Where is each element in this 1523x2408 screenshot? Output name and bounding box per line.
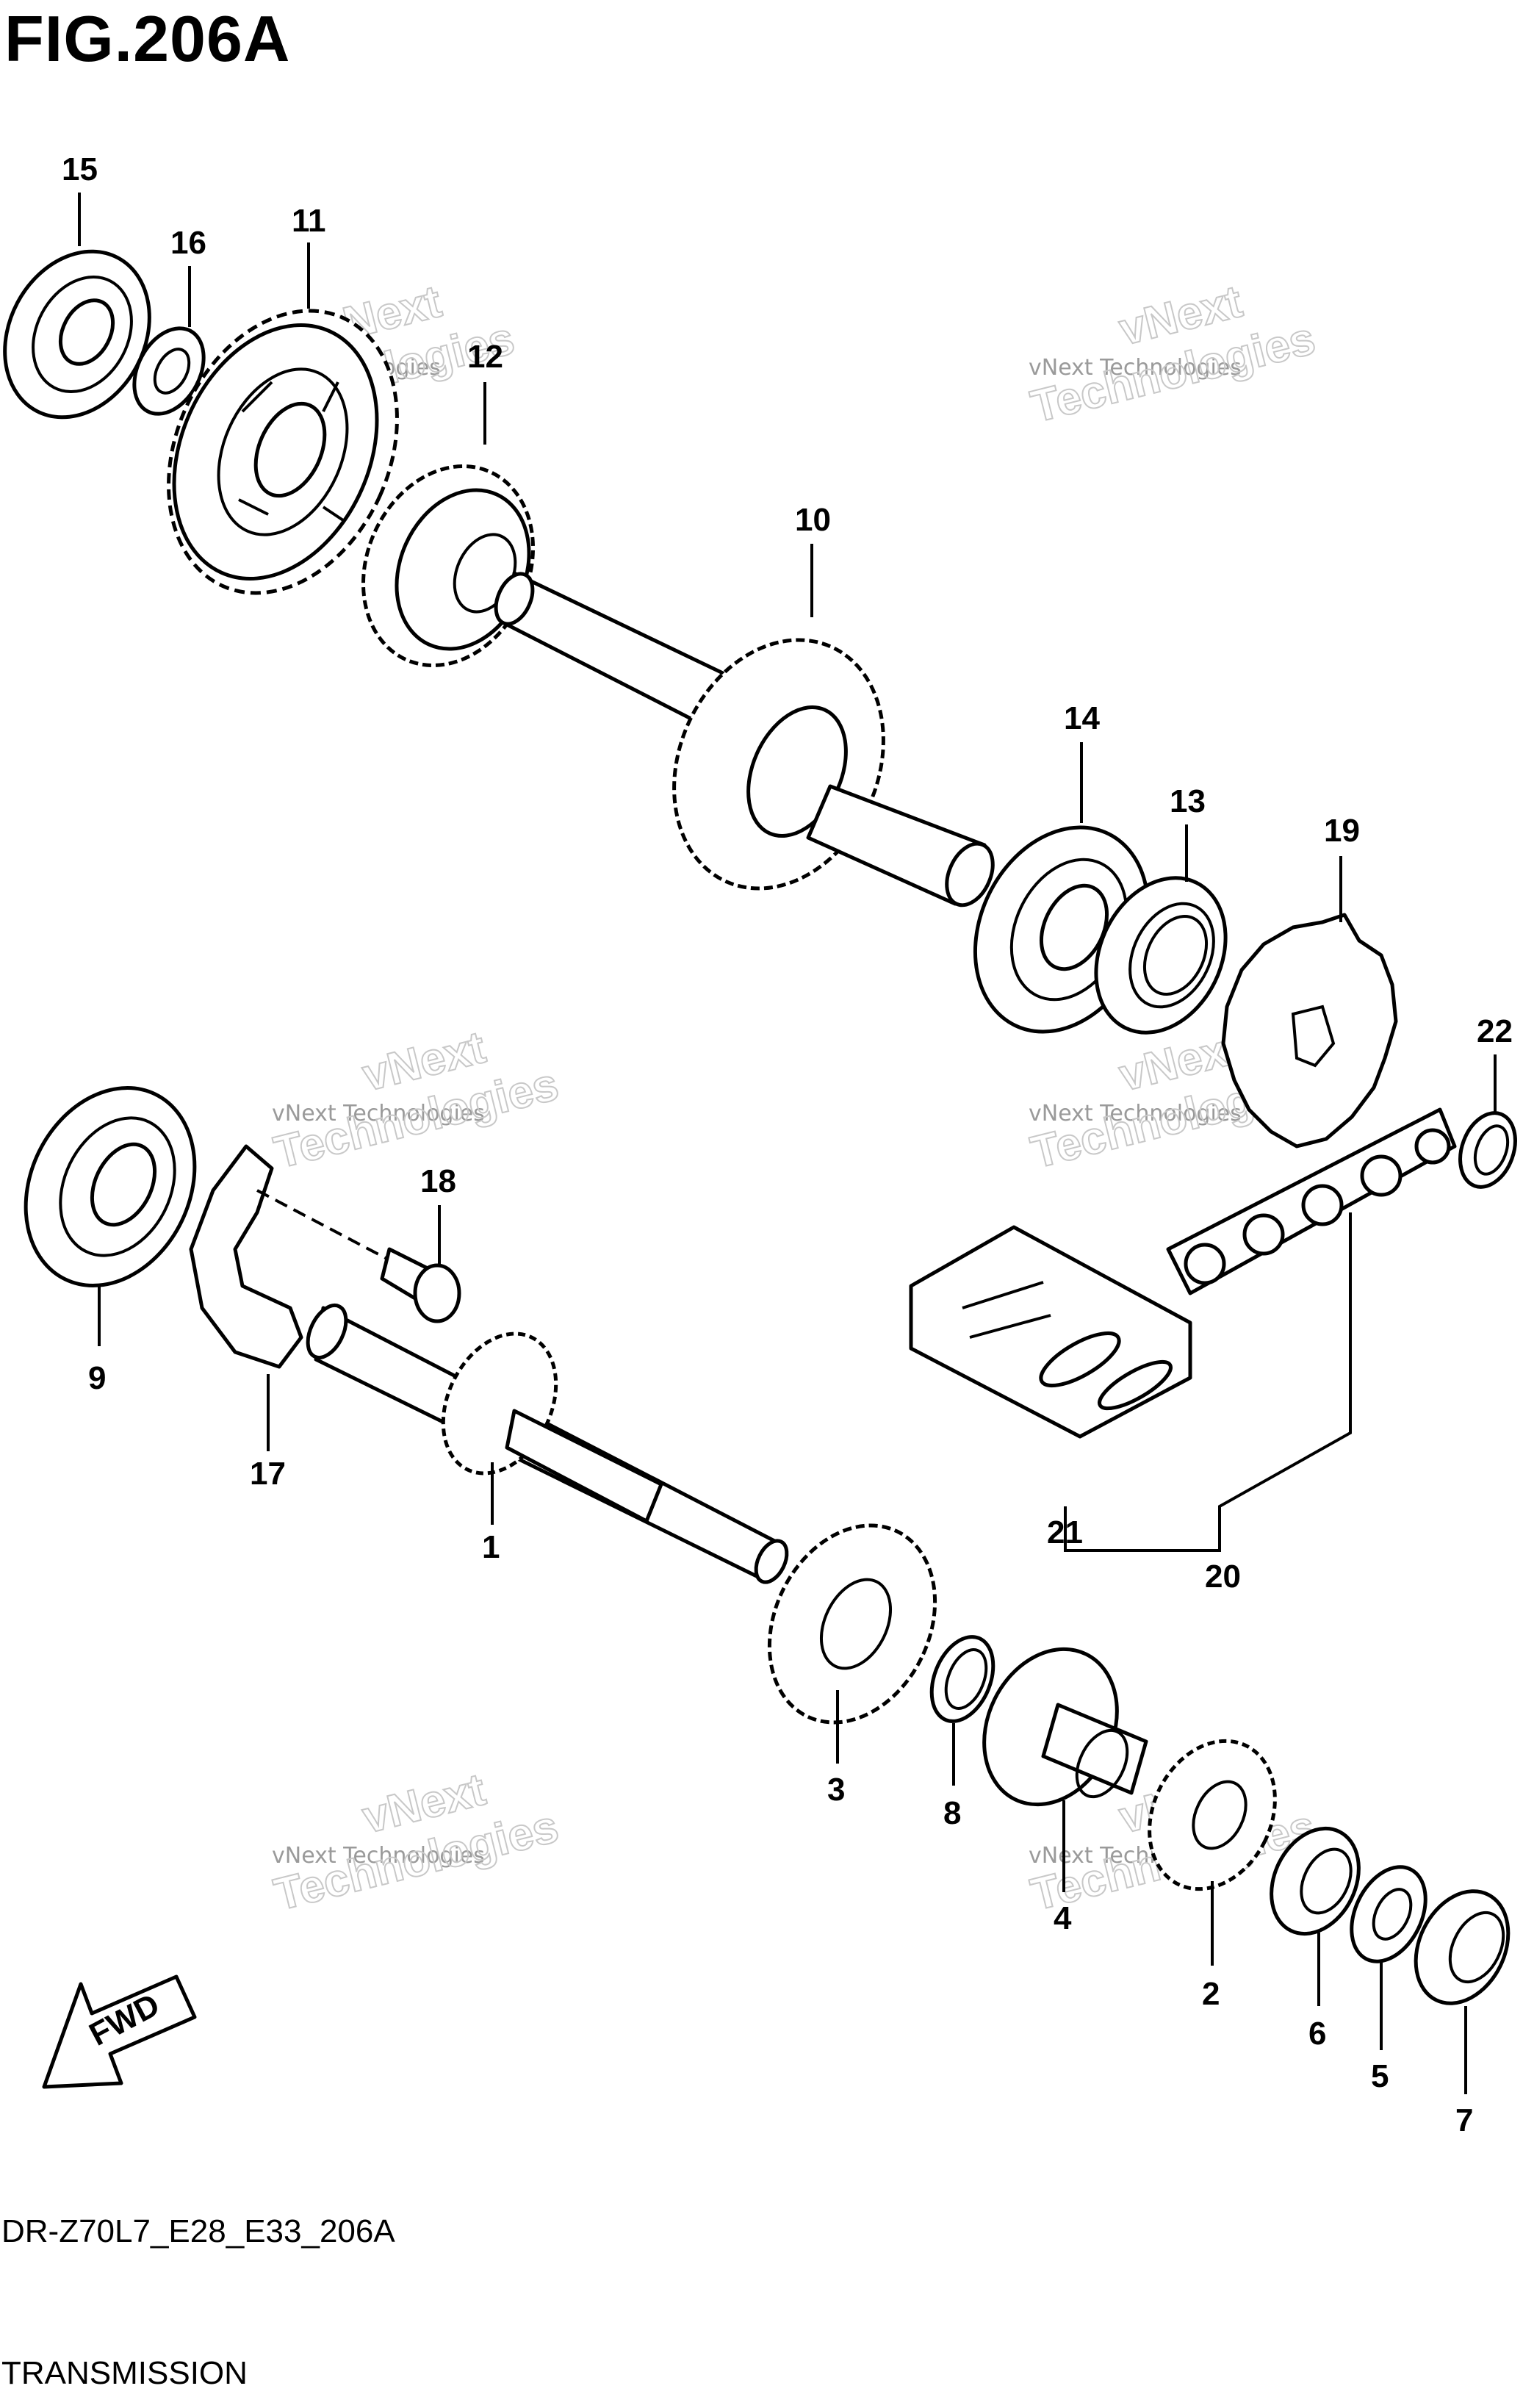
callout-17: 17 [250,1456,286,1492]
watermark-text: vNext Technologies [1029,355,1242,381]
gear-3 [767,1523,937,1725]
callout-13: 13 [1170,783,1206,819]
callout-10: 10 [795,502,831,538]
callout-12: 12 [467,339,503,375]
retainer-17 [189,1144,303,1369]
diagram-code: DR-Z70L7_E28_E33_206A [1,2213,395,2249]
countershaft-10 [494,571,995,908]
callout-19: 19 [1324,813,1360,849]
gear-11 [167,309,399,595]
gear-4 [982,1647,1148,1807]
bushing-6 [1270,1826,1361,1936]
callout-8: 8 [943,1795,961,1831]
circlip-8 [929,1635,995,1723]
callout-15: 15 [62,151,98,187]
drive-chain [1166,1107,1457,1295]
oil-seal-13 [1094,876,1228,1035]
callout-6: 6 [1308,2016,1326,2052]
gear-2 [1148,1739,1277,1891]
callout-9: 9 [88,1360,106,1396]
bearing-15 [3,249,151,420]
mainshaft-1 [306,1304,789,1584]
figure-title: FIG.206A [4,2,291,75]
bearing-9 [24,1086,197,1287]
callout-leaders [78,193,1497,2094]
screw-18 [256,1189,461,1323]
leader-20-21 [1064,1212,1352,1552]
watermark-text: vNext Technologies [272,1843,485,1869]
callout-1: 1 [482,1529,500,1565]
callout-21: 21 [1047,1514,1083,1550]
fwd-arrow-icon: FWD [42,1974,197,2089]
watermark-text: vNext Technologies [1029,1101,1242,1126]
callout-14: 14 [1064,700,1100,736]
callout-labels: 15 16 11 12 10 14 13 19 22 18 9 17 1 21 … [62,151,1513,2138]
callout-22: 22 [1477,1013,1513,1049]
callout-5: 5 [1371,2058,1389,2094]
washer-5 [1350,1865,1427,1963]
callout-11: 11 [292,203,326,239]
callout-2: 2 [1202,1976,1220,2012]
master-link-box-21 [909,1225,1192,1439]
callout-16: 16 [170,225,206,261]
needle-bearing-7 [1414,1889,1511,2005]
watermark-text: vNext Technologies [272,1101,485,1126]
callout-20: 20 [1205,1559,1241,1595]
sprocket-19 [1221,913,1398,1149]
clip-22 [1458,1111,1517,1189]
callout-18: 18 [420,1163,456,1199]
callout-3: 3 [827,1772,845,1808]
callout-7: 7 [1455,2102,1473,2138]
callout-4: 4 [1054,1900,1072,1936]
diagram-name: TRANSMISSION [1,2355,248,2391]
